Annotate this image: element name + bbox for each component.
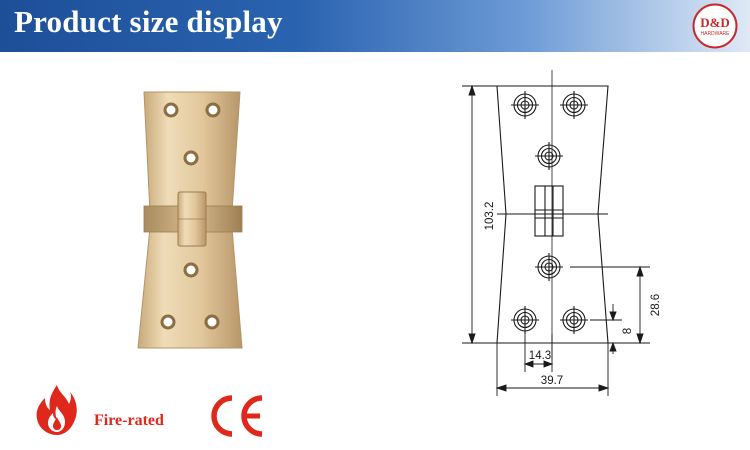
hole-top-center [535, 142, 563, 170]
fire-icon [36, 385, 77, 435]
hole-top-left [511, 91, 539, 119]
dim-bottom-width: 39.7 [541, 375, 563, 387]
hinge-product-photo [137, 91, 243, 349]
dim-overall-height: 103.2 [484, 202, 496, 231]
fire-rated-label: Fire-rated [94, 412, 164, 429]
ce-mark [211, 395, 263, 437]
brand-logo: D&D HARDWARE [692, 3, 738, 49]
dim-hole-offset-small: 8 [622, 328, 634, 334]
hole-bottom-right [560, 306, 588, 334]
hole-top-right [560, 91, 588, 119]
hole-bottom-center [535, 253, 563, 281]
logo-subtitle-text: HARDWARE [701, 31, 731, 37]
logo-brand-text: D&D [700, 15, 730, 30]
page-title: Product size display [14, 4, 283, 39]
hole-bottom-left [511, 306, 539, 334]
dim-hole-offset-large: 28.6 [650, 294, 662, 316]
header-banner: Product size display D&D HARDWARE [0, 0, 750, 52]
technical-drawing: 103.2 28.6 8 14.3 39.7 [462, 70, 662, 396]
dim-hole-spacing: 14.3 [529, 350, 551, 362]
